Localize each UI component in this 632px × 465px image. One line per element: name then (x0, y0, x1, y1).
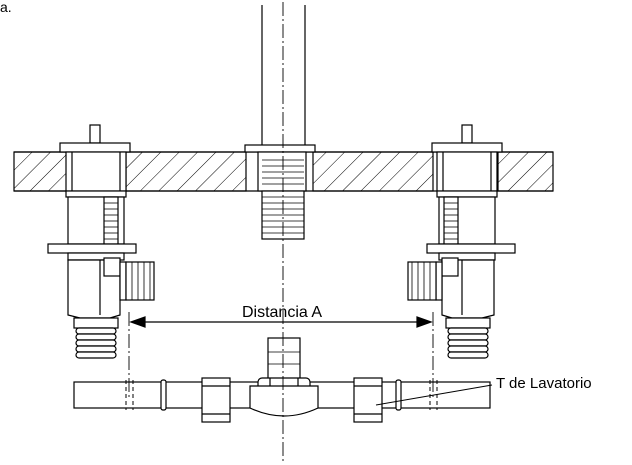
centerlines (128, 2, 434, 462)
left-valve (47, 124, 155, 359)
tee-callout-label: T de Lavatorio (496, 375, 592, 392)
corner-mark: a. (0, 0, 12, 15)
hidden-lines (125, 380, 438, 410)
center-spout (244, 5, 316, 240)
dimension-line (129, 316, 433, 328)
dimension-label: Distancia A (242, 304, 322, 321)
right-valve (407, 124, 516, 359)
callout-leader (375, 384, 493, 406)
lavatory-tee (73, 337, 491, 423)
